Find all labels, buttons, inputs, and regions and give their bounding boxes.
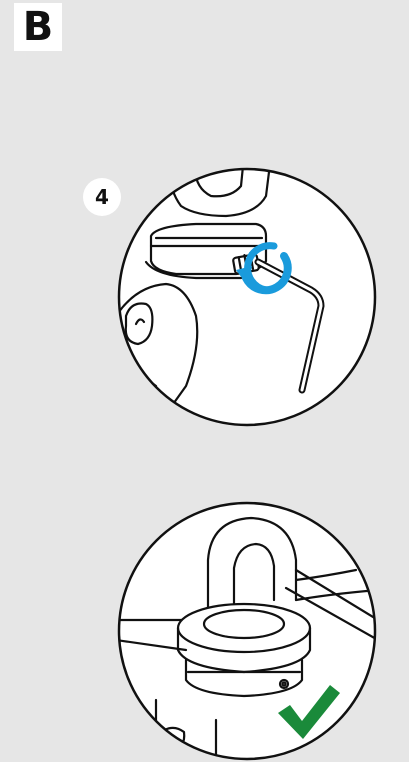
detail-circle <box>119 169 375 425</box>
section-label-badge: B <box>14 3 62 51</box>
checkmark-icon <box>276 683 342 741</box>
tighten-screw-illustration <box>116 166 378 428</box>
section-label: B <box>23 7 54 47</box>
step-number: 4 <box>95 187 109 207</box>
